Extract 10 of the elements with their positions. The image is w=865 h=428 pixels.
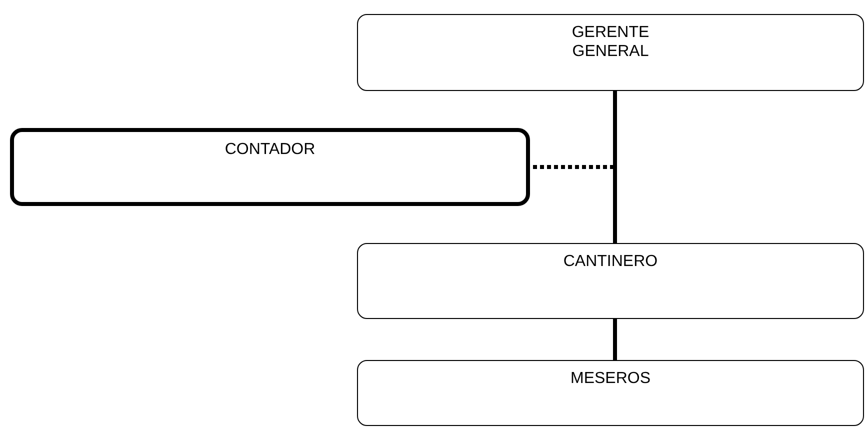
org-box — [357, 14, 864, 91]
connector-line — [613, 319, 617, 360]
box-label: GERENTE GENERAL — [570, 23, 650, 61]
org-box — [357, 243, 864, 319]
dotted-connector — [530, 91, 617, 169]
box-label: CANTINERO — [563, 252, 658, 271]
box-label: CONTADOR — [224, 140, 316, 159]
box-label: MESEROS — [570, 369, 650, 388]
org-box — [357, 360, 864, 426]
org-box — [10, 128, 530, 206]
